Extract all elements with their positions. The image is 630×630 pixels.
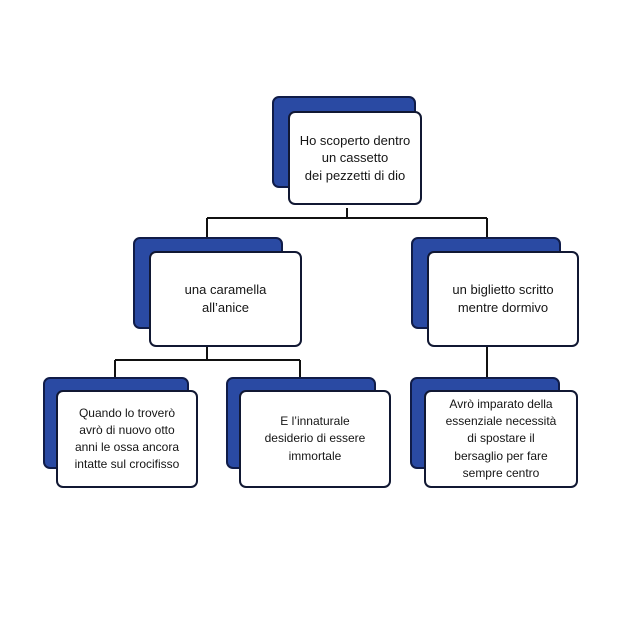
node-right-a: Avrò imparato della essenziale necessità… — [410, 377, 578, 489]
node-left-a-card: Quando lo troverò avrò di nuovo otto ann… — [56, 390, 198, 488]
node-left-a: Quando lo troverò avrò di nuovo otto ann… — [43, 377, 198, 489]
node-left-a-label: Quando lo troverò avrò di nuovo otto ann… — [74, 405, 180, 472]
node-right-label: un biglietto scritto mentre dormivo — [452, 282, 554, 315]
node-right-card: un biglietto scritto mentre dormivo — [427, 251, 579, 347]
node-right-a-card: Avrò imparato della essenziale necessità… — [424, 390, 578, 488]
node-left-b: E l’innaturale desiderio di essere immor… — [226, 377, 391, 489]
node-right: un biglietto scritto mentre dormivo — [411, 237, 579, 349]
node-root-label: Ho scoperto dentro un cassetto dei pezze… — [299, 132, 411, 183]
node-left-b-label: E l’innaturale desiderio di essere immor… — [264, 414, 366, 463]
node-left: una caramella all’anice — [133, 237, 302, 349]
node-left-label: una caramella all’anice — [184, 282, 267, 315]
node-left-b-card: E l’innaturale desiderio di essere immor… — [239, 390, 391, 488]
node-left-card: una caramella all’anice — [149, 251, 302, 347]
node-root: Ho scoperto dentro un cassetto dei pezze… — [272, 96, 422, 210]
node-right-a-label: Avrò imparato della essenziale necessità… — [445, 397, 557, 480]
node-root-card: Ho scoperto dentro un cassetto dei pezze… — [288, 111, 422, 205]
